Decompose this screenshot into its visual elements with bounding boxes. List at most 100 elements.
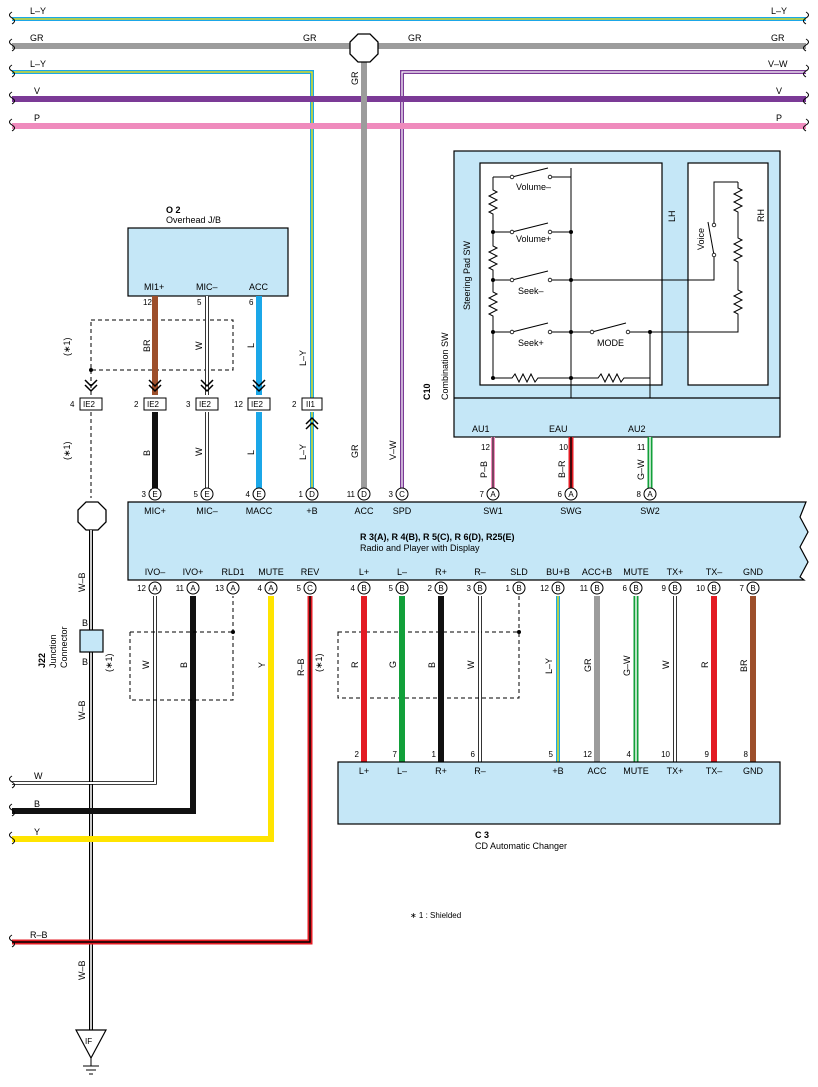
radio-top-pin-7: A6 xyxy=(558,487,578,501)
radio-bottom-pin-2-letter: A xyxy=(230,584,236,593)
changer-pin-number-5: 12 xyxy=(583,750,592,759)
changer-pin-label-5: ACC xyxy=(587,766,607,776)
radio-bottom-pin-label-11: ACC+B xyxy=(582,567,612,577)
radio-bottom-pin-label-6: L– xyxy=(397,567,407,577)
c10-name: Combination SW xyxy=(440,332,450,400)
radio-top-pin-label-3: +B xyxy=(306,506,317,516)
lh-label: LH xyxy=(667,210,677,222)
wire-label-ly-top: L–Y xyxy=(298,350,308,366)
exit-label-b: B xyxy=(34,799,40,809)
radio-bottom-pin-6-number: 5 xyxy=(389,584,394,593)
bus-lines xyxy=(9,11,809,488)
shield-label-right: (∗1) xyxy=(314,653,324,672)
wire-label-l2: L xyxy=(246,450,256,455)
changer-pin-label-7: TX+ xyxy=(667,766,684,776)
wire-label-l: L xyxy=(246,343,256,348)
radio-top-pin-0-number: 3 xyxy=(142,490,147,499)
changer-pin-label-9: GND xyxy=(743,766,764,776)
radio-top-pin-label-0: MIC+ xyxy=(144,506,166,516)
radio-top-pin-7-number: 6 xyxy=(558,490,563,499)
wire-label-txplus: W xyxy=(661,660,671,669)
radio-top-pin-5-letter: C xyxy=(399,490,405,499)
changer-pin-number-6: 4 xyxy=(627,750,632,759)
wire-label-br2: B–R xyxy=(557,460,567,478)
wire-label-w2: W xyxy=(194,447,204,456)
radio-bottom-pin-0: A12 xyxy=(137,581,162,595)
steering-pad-label: Steering Pad SW xyxy=(462,240,472,310)
radio-bottom-pin-12-number: 6 xyxy=(623,584,628,593)
bus-label-v-right: V xyxy=(776,86,782,96)
radio-bottom-pin-11: B11 xyxy=(580,581,604,595)
terminal-au2: AU2 xyxy=(628,424,646,434)
shield-label-left: (∗1) xyxy=(104,653,114,672)
terminal-eau: EAU xyxy=(549,424,568,434)
footnote: ∗ 1 : Shielded xyxy=(410,911,461,920)
wire-label-pb: P–B xyxy=(479,461,489,478)
radio-bottom-pin-3-number: 4 xyxy=(258,584,263,593)
radio-top-pin-1-number: 5 xyxy=(194,490,199,499)
changer-pin-number-9: 8 xyxy=(744,750,749,759)
wire-label-br: BR xyxy=(142,339,152,352)
radio-top-pin-1-letter: E xyxy=(204,490,209,499)
radio-bottom-pin-4-letter: C xyxy=(307,584,313,593)
radio-title: R 3(A), R 4(B), R 5(C), R 6(D), R25(E) xyxy=(360,532,515,542)
radio-bottom-pin-14-number: 10 xyxy=(696,584,705,593)
radio-bottom-pin-9-letter: B xyxy=(516,584,521,593)
wire-label-gw: G–W xyxy=(636,459,646,480)
radio-bottom-pin-label-0: IVO– xyxy=(145,567,166,577)
bus-label-vw-right: V–W xyxy=(768,59,788,69)
conn-num-12: 12 xyxy=(234,400,243,409)
bus-labels: L–Y L–Y GR GR GR GR L–Y V–W V V P P GR xyxy=(30,6,788,123)
changer-pin-number-8: 9 xyxy=(705,750,710,759)
radio-top-pin-2: E4 xyxy=(246,487,266,501)
changer-pin-label-6: MUTE xyxy=(623,766,649,776)
bus-label-gr-mid: GR xyxy=(303,33,317,43)
radio-bottom-pin-label-1: IVO+ xyxy=(183,567,204,577)
radio-top-pin-6: A7 xyxy=(480,487,500,501)
changer-pin-number-1: 7 xyxy=(393,750,398,759)
radio-top-pin-7-letter: A xyxy=(568,490,574,499)
radio-bottom-pin-11-letter: B xyxy=(594,584,599,593)
radio-bottom-pin-6-letter: B xyxy=(399,584,404,593)
jb-pin-mic: MIC– xyxy=(196,282,218,292)
radio-bottom-pin-12: B6 xyxy=(623,581,643,595)
radio-bottom-pin-13-number: 9 xyxy=(662,584,667,593)
overhead-jb: O 2 Overhead J/B MI1+ MIC– ACC 12 5 6 xyxy=(127,205,289,307)
radio-top-pin-5-number: 3 xyxy=(389,490,394,499)
changer-pin-number-0: 2 xyxy=(355,750,360,759)
radio-subtitle: Radio and Player with Display xyxy=(360,543,480,553)
switch-mode: MODE xyxy=(597,338,624,348)
overhead-jb-name: Overhead J/B xyxy=(166,215,221,225)
overhead-jb-code: O 2 xyxy=(166,205,181,215)
radio-top-pin-8-letter: A xyxy=(647,490,653,499)
conn-ii1: II1 xyxy=(306,400,315,409)
combination-switch: C10 Combination SW Steering Pad SW LH RH xyxy=(422,150,781,452)
radio-top-pin-6-number: 7 xyxy=(480,490,485,499)
conn-num-4: 4 xyxy=(70,400,75,409)
changer-pin-label-0: L+ xyxy=(359,766,369,776)
radio-bottom-pin-10: B12 xyxy=(540,581,565,595)
conn-ie2-l: IE2 xyxy=(251,400,264,409)
radio-bottom-pin-1-number: 11 xyxy=(176,584,185,593)
radio-bottom-pins: IVO–A12IVO+A11RLD1A13MUTEA4REVC5L+B4L–B5… xyxy=(137,567,764,595)
changer-pin-number-2: 1 xyxy=(432,750,437,759)
terminal-num-10: 10 xyxy=(559,443,568,452)
jb-pin-num-6: 6 xyxy=(249,298,254,307)
wire-label-wb2: W–B xyxy=(77,700,87,720)
radio-bottom-pin-6: B5 xyxy=(389,581,409,595)
wire-label-mute-gw: G–W xyxy=(622,655,632,676)
radio-top-pin-0-letter: E xyxy=(152,490,157,499)
junction-b-bottom: B xyxy=(82,657,88,667)
changer-pin-label-1: L– xyxy=(397,766,407,776)
radio-bottom-pin-label-8: R– xyxy=(474,567,486,577)
radio-bottom-pin-label-12: MUTE xyxy=(623,567,649,577)
ground-label: IF xyxy=(85,1037,92,1046)
radio-bottom-pin-label-13: TX+ xyxy=(667,567,684,577)
wire-label-ly2: L–Y xyxy=(298,444,308,460)
top-wires: IE2 IE2 IE2 IE2 II1 4 2 3 12 2 (∗1) (∗1)… xyxy=(62,296,398,498)
radio-bottom-pin-2-number: 13 xyxy=(215,584,224,593)
radio-top-pins: E3MIC+E5MIC–E4MACCD1+BD11ACCC3SPDA7SW1A6… xyxy=(142,487,660,516)
bus-label-gr-mid2: GR xyxy=(408,33,422,43)
bus-label-ly2-left: L–Y xyxy=(30,59,46,69)
switch-volume-minus: Volume– xyxy=(516,182,551,192)
